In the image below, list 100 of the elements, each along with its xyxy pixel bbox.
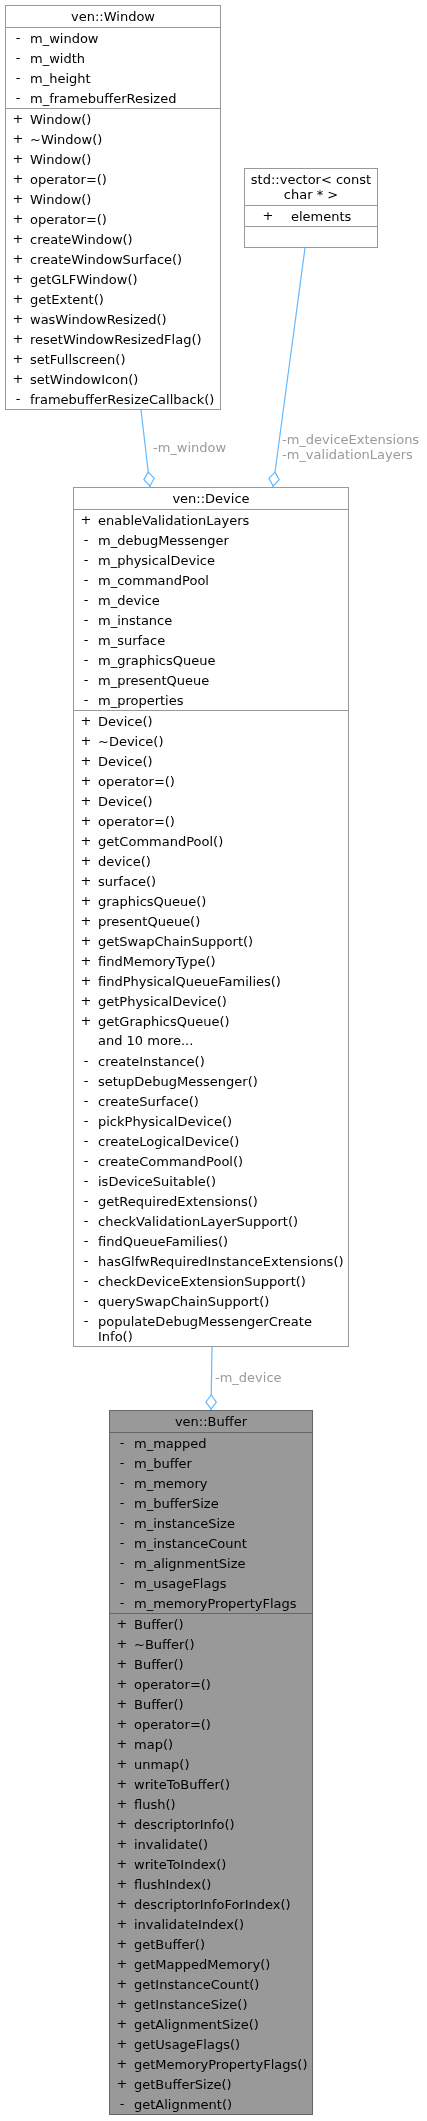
method-text: - createInstance() — [82, 1052, 206, 1071]
aggregation-connector — [205, 1346, 217, 1411]
attribute-text: - m_presentQueue — [82, 671, 211, 690]
attribute-text: - m_mapped — [118, 1434, 208, 1453]
edge-label: -m_window — [153, 440, 227, 455]
attribute-text: - m_commandPool — [82, 571, 210, 590]
attribute-text: + enableValidationLayers — [79, 511, 251, 530]
class-name: ven::Buffer — [173, 1413, 249, 1431]
method-text: + getGraphicsQueue() — [79, 1012, 231, 1031]
method-text: + getAlignmentSize() — [115, 2015, 260, 2034]
attributes-compartment — [6, 27, 220, 108]
method-text: + Buffer() — [115, 1615, 185, 1634]
attribute-text: - m_device — [82, 591, 161, 610]
attribute-text: - m_instance — [82, 611, 174, 630]
attribute-text: - m_framebufferResized — [14, 89, 178, 108]
method-text: - checkDeviceExtensionSupport() — [82, 1272, 307, 1291]
method-text: + flushIndex() — [115, 1875, 213, 1894]
method-text: + operator=() — [115, 1675, 212, 1694]
method-text: + invalidateIndex() — [115, 1915, 245, 1934]
method-text: - getAlignment() — [118, 2095, 234, 2114]
method-text: + graphicsQueue() — [79, 892, 208, 911]
method-text: - querySwapChainSupport() — [82, 1292, 271, 1311]
method-text: + Window() — [11, 190, 93, 209]
class-box — [244, 168, 378, 248]
class-box — [109, 1410, 313, 2115]
method-text: + operator=() — [79, 812, 176, 831]
method-text: + Device() — [79, 712, 154, 731]
method-text: + descriptorInfoForIndex() — [115, 1895, 292, 1914]
attribute-text: - m_alignmentSize — [118, 1554, 247, 1573]
method-text: + Window() — [11, 150, 93, 169]
method-text: + getExtent() — [11, 290, 105, 309]
method-text: + findMemoryType() — [79, 952, 217, 971]
method-text: + findPhysicalQueueFamilies() — [79, 972, 282, 991]
method-text: - pickPhysicalDevice() — [82, 1112, 234, 1131]
attribute-text: - m_debugMessenger — [82, 531, 230, 550]
attribute-text: - m_properties — [82, 691, 185, 710]
methods-compartment — [110, 1613, 312, 2114]
aggregation-connector — [140, 409, 155, 488]
attribute-text: - m_physicalDevice — [82, 551, 216, 570]
attribute-text: - m_width — [14, 49, 86, 68]
method-text: + unmap() — [115, 1755, 191, 1774]
method-text: - createLogicalDevice() — [82, 1132, 241, 1151]
method-text: + ~Buffer() — [115, 1635, 196, 1654]
method-text: + getInstanceSize() — [115, 1995, 249, 2014]
attribute-text: - m_instanceSize — [118, 1514, 236, 1533]
attribute-text: - m_memoryPropertyFlags — [118, 1594, 298, 1613]
method-text: + Device() — [79, 752, 154, 771]
method-text: + Buffer() — [115, 1695, 185, 1714]
edge-label: -m_device — [215, 1370, 282, 1385]
method-text: + Window() — [11, 110, 93, 129]
method-text: - checkValidationLayerSupport() — [82, 1212, 300, 1231]
method-text: + operator=() — [79, 772, 176, 791]
note-text: and 10 more... — [97, 1032, 195, 1050]
method-text: + getUsageFlags() — [115, 2035, 242, 2054]
method-text: + Buffer() — [115, 1655, 185, 1674]
method-text: + setWindowIcon() — [11, 370, 140, 389]
attribute-text: + elements — [261, 207, 353, 226]
method-text: + getInstanceCount() — [115, 1975, 261, 1994]
attribute-text: - m_bufferSize — [118, 1494, 220, 1513]
method-text: + device() — [79, 852, 152, 871]
method-text: + writeToBuffer() — [115, 1775, 231, 1794]
attribute-text: - m_height — [14, 69, 92, 88]
method-text: - setupDebugMessenger() — [82, 1072, 259, 1091]
method-text: - hasGlfwRequiredInstanceExtensions() — [82, 1252, 345, 1271]
method-text: + operator=() — [11, 210, 108, 229]
method-text: + ~Device() — [79, 732, 165, 751]
method-text: + getMemoryPropertyFlags() — [115, 2055, 309, 2074]
method-text: + createWindow() — [11, 230, 134, 249]
method-text: + invalidate() — [115, 1835, 210, 1854]
class-box — [73, 487, 349, 1347]
method-text: + descriptorInfo() — [115, 1815, 236, 1834]
method-text: - createCommandPool() — [82, 1152, 245, 1171]
method-text: + wasWindowResized() — [11, 310, 168, 329]
method-text: + getBufferSize() — [115, 2075, 233, 2094]
class-name: std::vector< const char * > — [249, 171, 373, 204]
method-text: + operator=() — [115, 1715, 212, 1734]
method-text: + operator=() — [11, 170, 108, 189]
method-text: + setFullscreen() — [11, 350, 127, 369]
method-text: + getBuffer() — [115, 1935, 206, 1954]
class-box — [5, 5, 221, 410]
attributes-compartment — [110, 1432, 312, 1613]
method-text: + getPhysicalDevice() — [79, 992, 228, 1011]
method-text: + ~Window() — [11, 130, 104, 149]
method-text: + writeToIndex() — [115, 1855, 228, 1874]
class-name: ven::Device — [171, 490, 251, 508]
method-text: + Device() — [79, 792, 154, 811]
method-text: - framebufferResizeCallback() — [14, 390, 216, 409]
method-text: + presentQueue() — [79, 912, 202, 931]
method-text: + flush() — [115, 1795, 177, 1814]
attribute-text: - m_window — [14, 29, 100, 48]
method-text: - createSurface() — [82, 1092, 200, 1111]
method-text: + map() — [115, 1735, 175, 1754]
attribute-text: - m_instanceCount — [118, 1534, 248, 1553]
method-text: + createWindowSurface() — [11, 250, 184, 269]
edge-label: -m_deviceExtensions -m_validationLayers — [282, 432, 422, 462]
method-text: + getMappedMemory() — [115, 1955, 272, 1974]
method-text: - getRequiredExtensions() — [82, 1192, 259, 1211]
attribute-text: - m_usageFlags — [118, 1574, 228, 1593]
attributes-compartment — [74, 509, 348, 710]
method-text: + resetWindowResizedFlag() — [11, 330, 203, 349]
